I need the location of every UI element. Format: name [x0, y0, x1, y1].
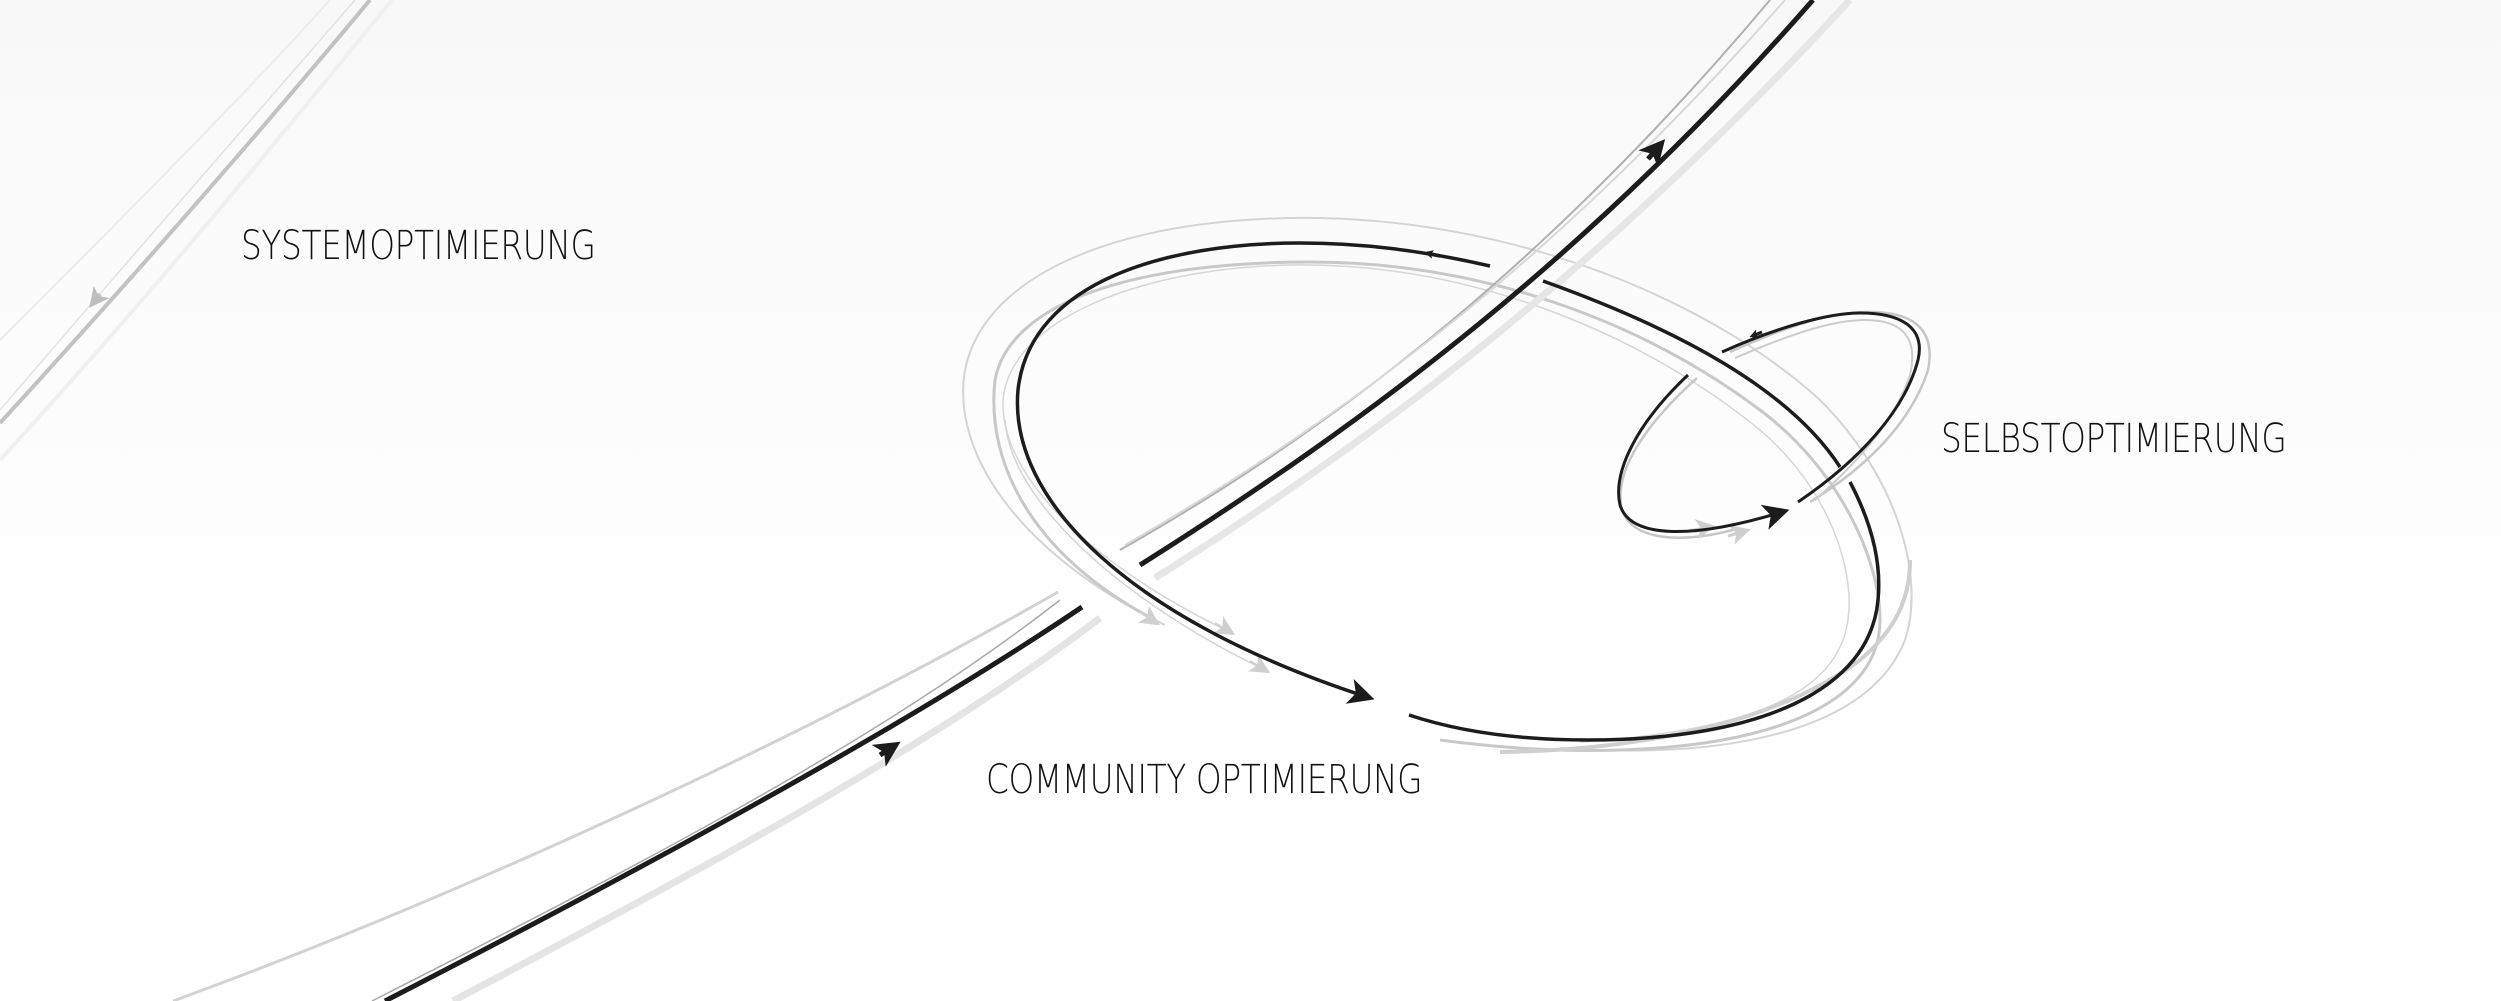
system-diagonal-lower-thin-line: [371, 599, 1061, 1001]
community-gray-arrow-3: [1247, 654, 1271, 674]
system-diagonal-lower-line: [383, 604, 1084, 1001]
system-return-line: [0, 0, 372, 425]
system-return-shadow-line: [0, 0, 394, 462]
self-loop-upper-arc: [1721, 311, 1921, 504]
system-diagonal-upper-arrow: [1638, 139, 1666, 168]
self-loop-gray-inner: [1734, 318, 1914, 501]
system-diagonal-lower-faint-line: [172, 590, 1059, 1001]
community-gray-arrow-1: [1137, 605, 1160, 626]
community-loop-right-arc-lower: [1408, 481, 1881, 742]
system-return-thin-line: [0, 0, 356, 411]
self-loop-gray-outer: [1729, 310, 1931, 504]
community-gray-arrow-2: [1212, 616, 1236, 636]
system-diagonal-upper-faint-line: [1124, 0, 1786, 546]
community-loop-left-arc: [1015, 241, 1491, 704]
label-selbstoptimierung: SELBSTOPTIMIERUNG: [1941, 416, 2287, 462]
self-loop-lower-arc: [1617, 373, 1790, 533]
community-inner-line-a: [992, 260, 1882, 752]
system-diagonal-upper-shadow-line: [1153, 0, 1853, 581]
community-loop-right-arc-upper: [1542, 279, 1842, 468]
system-diagonal-upper-line: [1138, 0, 1815, 568]
label-community-optimierung: COMMUNITY OPTIMIERUNG: [986, 757, 1423, 803]
community-loop-top-arrow: [1424, 250, 1441, 259]
community-inner-line-c: [1004, 419, 1266, 671]
system-diagonal-lower-shadow-line: [451, 615, 1103, 1001]
system-diagonal-arrow: [871, 741, 901, 767]
community-bottom-gray-line: [1499, 559, 1912, 754]
system-return-lines: [0, 0, 394, 462]
system-return-faint-line: [0, 0, 331, 341]
system-diagonal-lower: [172, 590, 1103, 1001]
self-loop-top-arrow: [1749, 329, 1763, 338]
community-inner-line-b: [1002, 264, 1850, 743]
system-diagonal-upper: [1119, 0, 1853, 581]
label-systemoptimierung: SYSTEMOPTIMIERUNG: [241, 223, 596, 269]
system-diagonal-upper-thin-line: [1119, 0, 1771, 551]
self-loop-gray-arrow-2: [1727, 525, 1751, 545]
system-return-arrow: [89, 285, 110, 308]
community-loop: [1015, 241, 1881, 742]
self-loop: [1617, 310, 1931, 545]
community-loop-gray-lines: [962, 216, 1913, 754]
